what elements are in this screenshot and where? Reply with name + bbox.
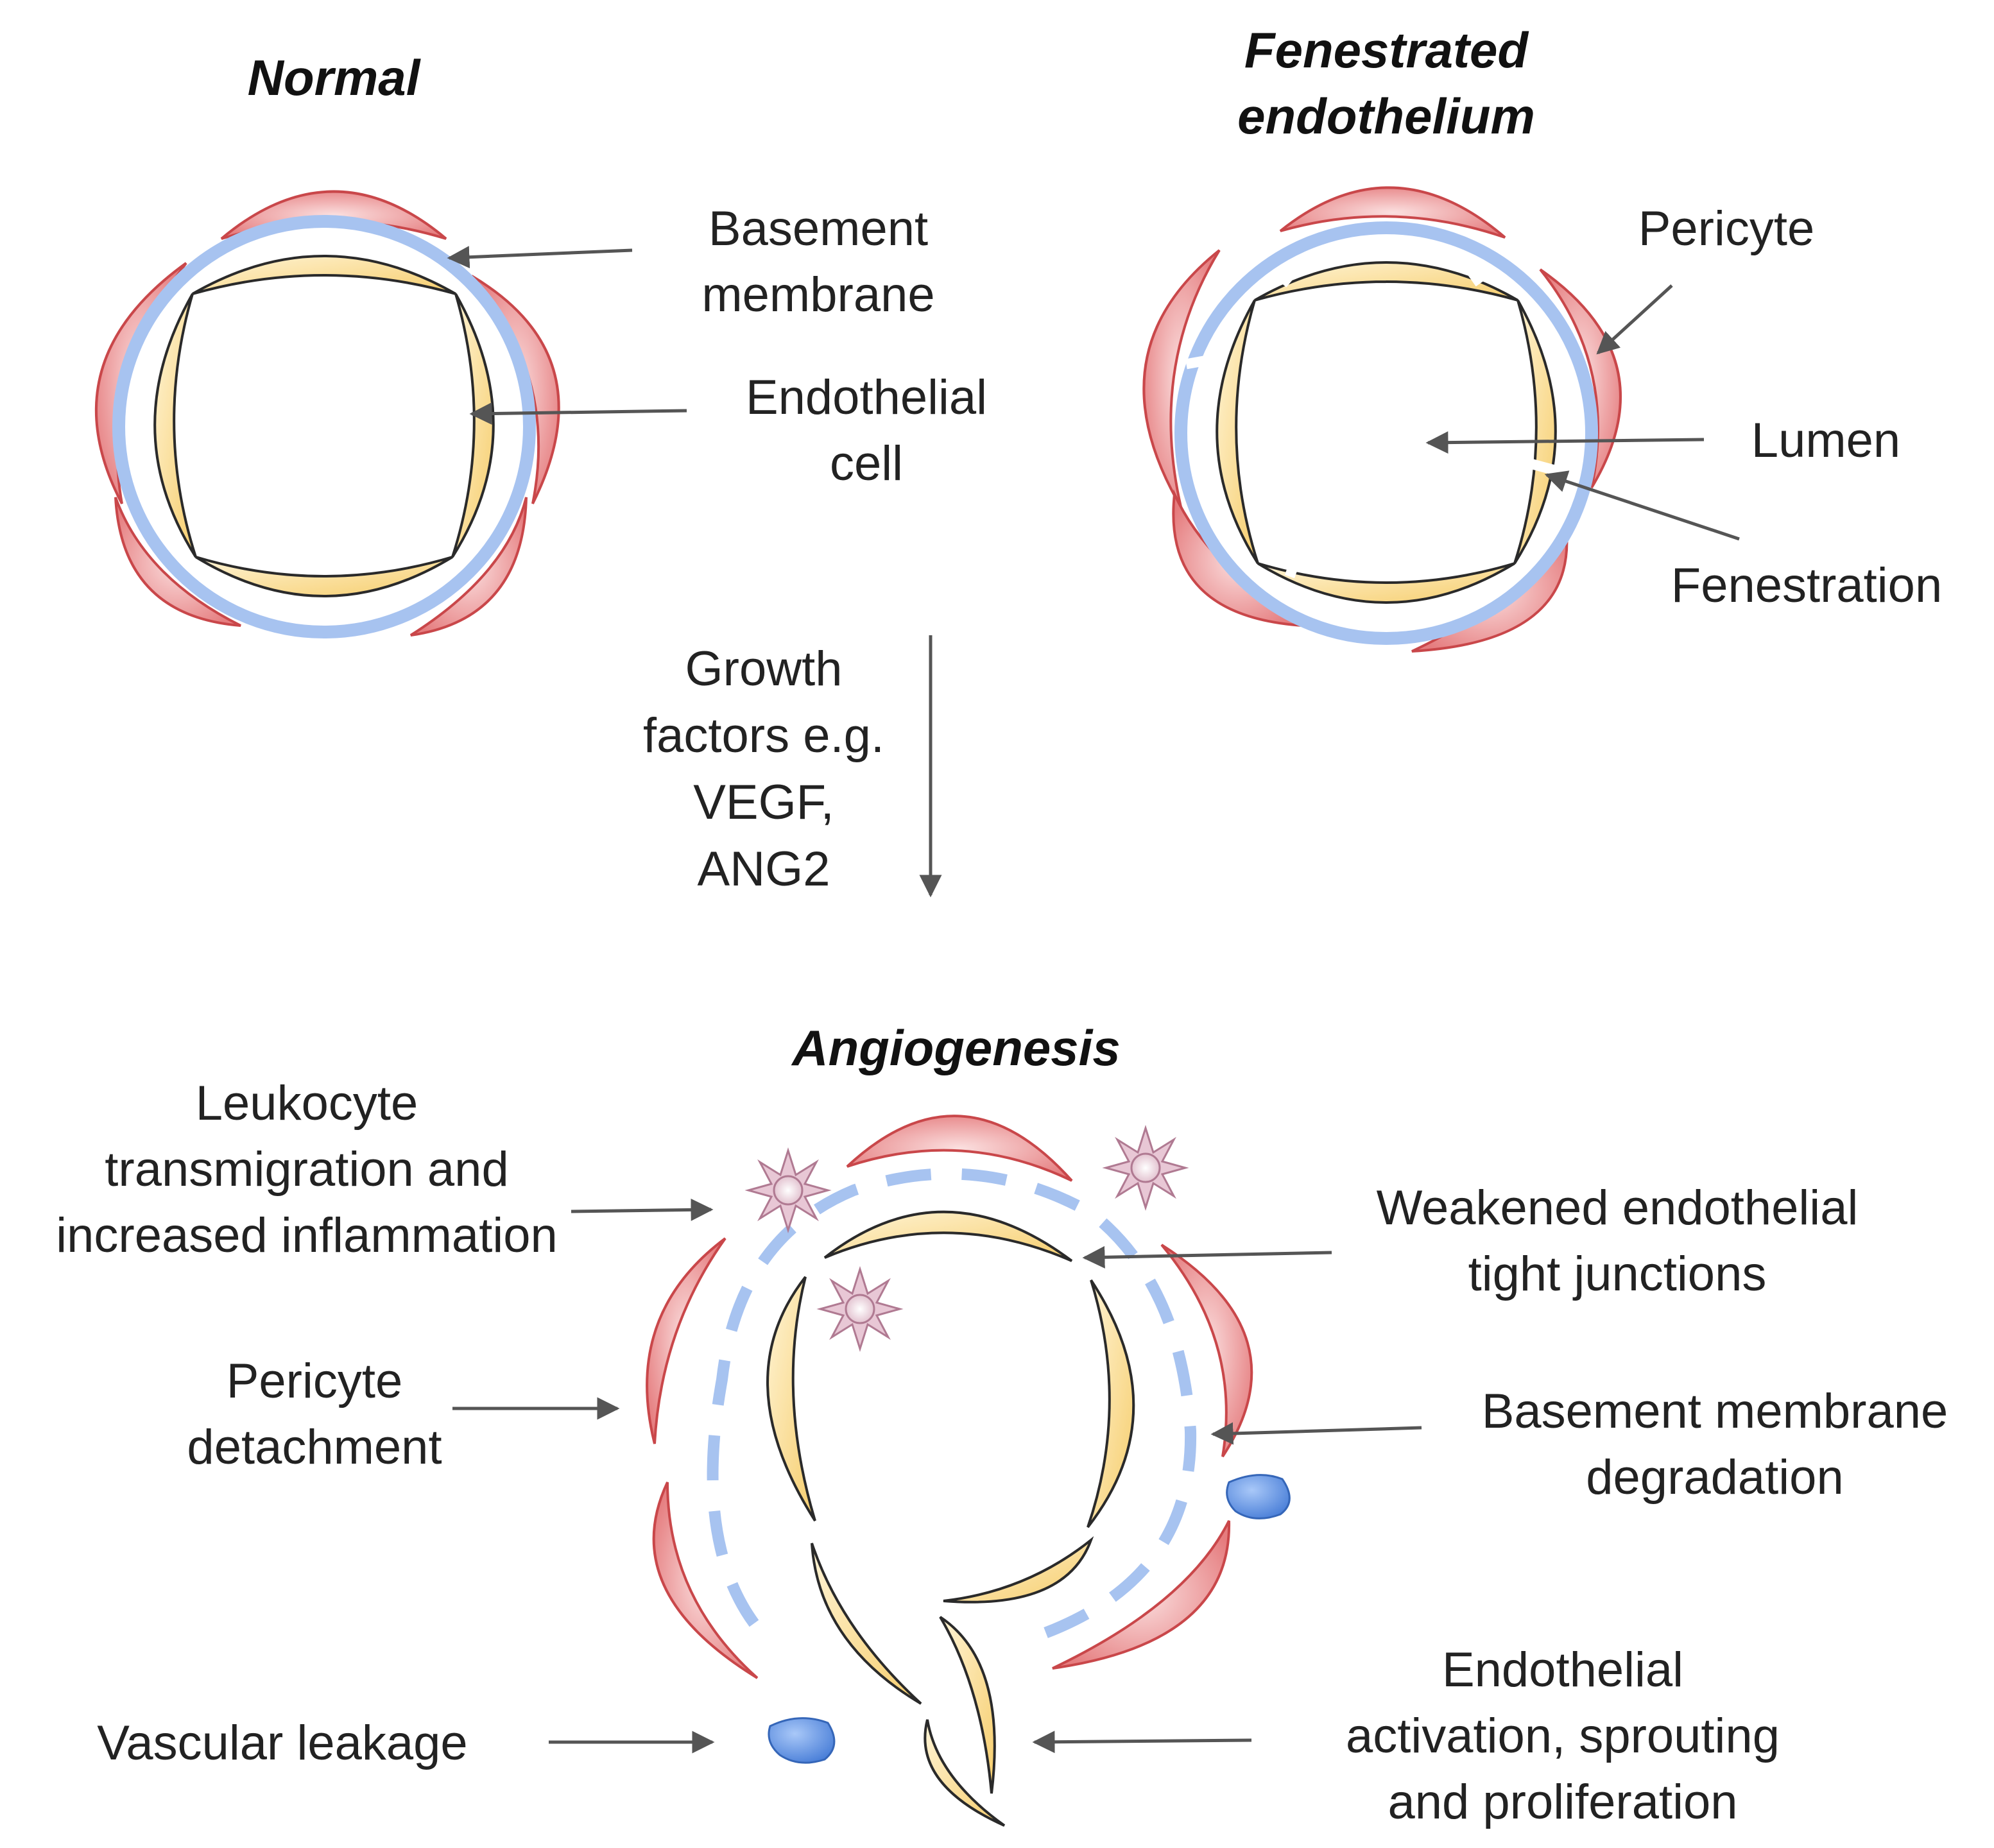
label-line: VEGF, (693, 775, 834, 830)
pericyte-bottom-right (409, 497, 528, 637)
endothelial-cells (153, 255, 495, 597)
label-line: ANG2 (698, 842, 830, 896)
label-line: Leukocyte (196, 1076, 418, 1131)
arrow-endothelial-activation (1032, 1731, 1252, 1754)
label-lumen: Lumen (1751, 413, 1900, 468)
label-line: membrane (701, 268, 934, 322)
angiogenesis-vessel (646, 1115, 1291, 1827)
label-line: activation, sprouting (1346, 1709, 1780, 1763)
leakage-droplet (768, 1717, 836, 1764)
pericytes (646, 1115, 1253, 1679)
endothelial-sprout-cell (811, 1543, 922, 1705)
label-vascular-leakage: Vascular leakage (97, 1716, 467, 1770)
pericyte-right (1160, 1244, 1253, 1458)
label-line: tight junctions (1468, 1247, 1767, 1301)
label-line: Basement membrane (1482, 1384, 1948, 1439)
leukocyte (1102, 1125, 1189, 1211)
endothelial-cell-right (451, 293, 495, 558)
basement-membrane (112, 215, 536, 638)
label-line: cell (830, 436, 903, 491)
label-weakened-junctions: Weakened endothelial tight junctions (1377, 1181, 1859, 1301)
label-leukocyte: Leukocyte transmigration and increased i… (56, 1076, 558, 1263)
endothelial-cell-lower-right (943, 1536, 1094, 1604)
endothelial-cell-right (1513, 300, 1557, 565)
leukocytes (744, 1125, 1189, 1352)
endothelial-cell-right (1087, 1279, 1135, 1528)
label-line: Endothelial (746, 370, 987, 425)
basement-membrane (1174, 221, 1598, 645)
label-pericyte-detachment: Pericyte detachment (187, 1354, 442, 1475)
arrow-endothelial-cell (469, 402, 687, 425)
pericyte-left-detached (646, 1237, 726, 1444)
endothelial-cell-left (1216, 300, 1259, 565)
fenestrated-vessel (1142, 186, 1622, 653)
label-line: increased inflammation (56, 1208, 558, 1263)
arrow-weakened-junctions (1082, 1245, 1332, 1269)
label-line: Pericyte (227, 1354, 403, 1408)
arrow-leukocyte (571, 1198, 714, 1221)
endothelial-cells (1216, 261, 1557, 604)
title-angiogenesis: Angiogenesis (791, 1020, 1120, 1076)
title-fenestrated-line2: endothelium (1237, 88, 1535, 144)
basement-membrane-fragments (707, 1168, 1197, 1645)
leukocyte (816, 1266, 904, 1352)
pericyte-top (846, 1115, 1073, 1182)
arrow-fenestration (1544, 470, 1740, 541)
pericyte-bottom-left (114, 497, 241, 627)
endothelial-cell-left (153, 293, 197, 558)
arrow-pericyte (1596, 284, 1673, 355)
pointer-arrows (447, 246, 1740, 1754)
degraded-basement-membrane (707, 1168, 1197, 1645)
label-bm-degradation: Basement membrane degradation (1482, 1384, 1948, 1505)
arrow-basement-membrane (447, 246, 633, 269)
leukocyte (744, 1147, 832, 1233)
label-endothelial-cell: Endothelial cell (746, 370, 987, 491)
label-endothelial-activation: Endothelial activation, sprouting and pr… (1346, 1643, 1780, 1829)
pericyte-bottom-left (652, 1482, 759, 1679)
fenestration-gap (1284, 544, 1306, 579)
title-fenestrated-line1: Fenestrated (1244, 22, 1529, 78)
label-line: factors e.g. (643, 708, 884, 763)
arrow-lumen (1425, 431, 1705, 454)
endothelial-cell-top (192, 255, 456, 295)
label-growth-factors: Growth factors e.g. VEGF, ANG2 (643, 642, 884, 896)
label-line: Weakened endothelial (1377, 1181, 1859, 1235)
label-fenestration: Fenestration (1671, 558, 1942, 613)
label-line: detachment (187, 1420, 442, 1475)
endothelial-cell-left (766, 1276, 816, 1522)
endothelial-cell-bottom (1257, 562, 1516, 604)
leakage-droplet (1226, 1474, 1291, 1519)
pericyte-right (1539, 268, 1622, 489)
fenestration-gap (1459, 256, 1484, 287)
title-normal: Normal (248, 49, 421, 106)
label-pericyte: Pericyte (1638, 201, 1815, 256)
leakage-droplets (768, 1474, 1291, 1764)
arrow-bm-degradation (1210, 1422, 1422, 1445)
endothelial-sprout-tip (924, 1719, 1006, 1827)
fenestration-gap (1185, 353, 1219, 370)
normal-vessel (95, 190, 560, 638)
pericyte-bottom-right (1052, 1520, 1231, 1670)
label-line: and proliferation (1388, 1775, 1737, 1829)
label-basement-membrane: Basement membrane (701, 201, 934, 322)
label-line: transmigration and (105, 1142, 508, 1197)
endothelial-cells (766, 1210, 1135, 1827)
endothelial-cell-top (823, 1210, 1073, 1262)
label-line: Endothelial (1442, 1643, 1683, 1697)
label-line: degradation (1586, 1450, 1843, 1505)
endothelial-sprout-cell (939, 1616, 996, 1794)
fenestration-gap (1278, 258, 1305, 287)
label-line: Basement (709, 201, 928, 256)
pericyte-top (1279, 186, 1506, 239)
endothelial-cell-bottom (194, 556, 454, 597)
label-line: Growth (685, 642, 843, 696)
